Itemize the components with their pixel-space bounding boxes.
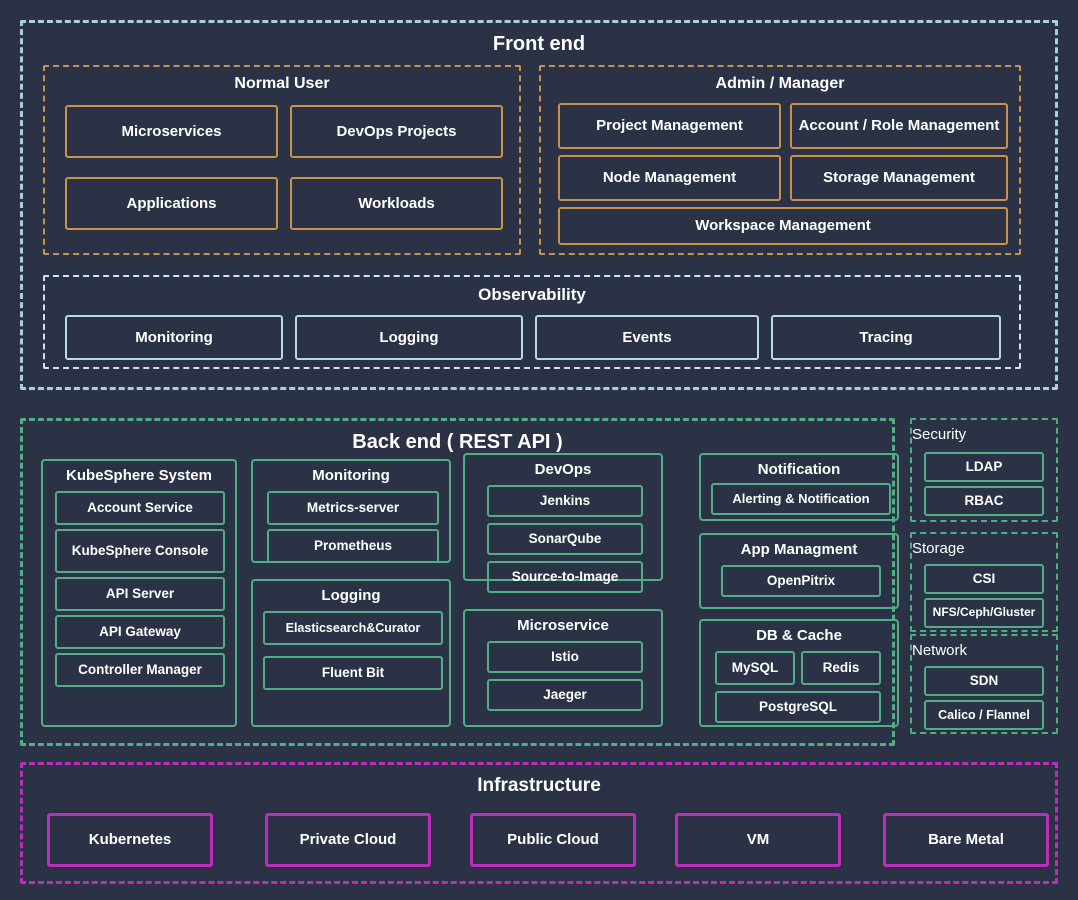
front-end-item-applications[interactable]: Applications — [65, 177, 278, 230]
storage-item-nfs-ceph-gluster[interactable]: NFS/Ceph/Gluster — [924, 598, 1044, 628]
backend-item-elasticsearch-curator[interactable]: Elasticsearch&Curator — [263, 611, 443, 645]
panel-notification: Notification Alerting & Notification — [699, 453, 899, 521]
backend-item-jenkins[interactable]: Jenkins — [487, 485, 643, 517]
backend-item-fluent-bit[interactable]: Fluent Bit — [263, 656, 443, 690]
backend-item-api-gateway[interactable]: API Gateway — [55, 615, 225, 649]
storage-title: Storage — [912, 540, 965, 557]
admin-item-account-role-management[interactable]: Account / Role Management — [790, 103, 1008, 149]
normal-user-group: Normal User Microservices DevOps Project… — [43, 65, 521, 255]
panel-app-managment: App Managment OpenPitrix — [699, 533, 899, 609]
panel-devops-title: DevOps — [534, 461, 592, 478]
observability-item-monitoring[interactable]: Monitoring — [65, 315, 283, 360]
backend-item-istio[interactable]: Istio — [487, 641, 643, 673]
backend-item-mysql[interactable]: MySQL — [715, 651, 795, 685]
security-item-ldap[interactable]: LDAP — [924, 452, 1044, 482]
admin-item-node-management[interactable]: Node Management — [558, 155, 781, 201]
panel-devops: DevOps Jenkins SonarQube Source-to-Image — [463, 453, 663, 593]
panel-logging-title: Logging — [321, 587, 381, 604]
panel-db-cache-title: DB & Cache — [756, 627, 842, 644]
panel-app-managment-title: App Managment — [740, 541, 858, 558]
admin-item-workspace-management[interactable]: Workspace Management — [558, 207, 1008, 245]
infrastructure-item-bare-metal[interactable]: Bare Metal — [883, 813, 1049, 867]
infrastructure-title: Infrastructure — [477, 775, 601, 796]
backend-item-metrics-server[interactable]: Metrics-server — [267, 491, 439, 525]
infrastructure-item-private-cloud[interactable]: Private Cloud — [265, 813, 431, 867]
panel-notification-title: Notification — [757, 461, 841, 478]
panel-monitoring-title: Monitoring — [312, 467, 390, 484]
backend-item-kubesphere-console[interactable]: KubeSphere Console — [55, 529, 225, 573]
backend-item-redis[interactable]: Redis — [801, 651, 881, 685]
backend-item-prometheus[interactable]: Prometheus — [267, 529, 439, 563]
panel-monitoring: Monitoring Metrics-server Prometheus — [251, 459, 451, 563]
front-end-title: Front end — [492, 33, 586, 55]
infrastructure-item-vm[interactable]: VM — [675, 813, 841, 867]
panel-microservice-title: Microservice — [517, 617, 609, 634]
observability-item-events[interactable]: Events — [535, 315, 759, 360]
front-end-item-devops-projects[interactable]: DevOps Projects — [290, 105, 503, 158]
admin-manager-group: Admin / Manager Project Management Accou… — [539, 65, 1021, 255]
storage-item-csi[interactable]: CSI — [924, 564, 1044, 594]
backend-item-api-server[interactable]: API Server — [55, 577, 225, 611]
network-item-calico-flannel[interactable]: Calico / Flannel — [924, 700, 1044, 730]
panel-logging: Logging Elasticsearch&Curator Fluent Bit — [251, 579, 451, 727]
backend-item-controller-manager[interactable]: Controller Manager — [55, 653, 225, 687]
backend-item-jaeger[interactable]: Jaeger — [487, 679, 643, 711]
admin-item-storage-management[interactable]: Storage Management — [790, 155, 1008, 201]
backend-item-alerting-notification[interactable]: Alerting & Notification — [711, 483, 891, 515]
backend-item-account-service[interactable]: Account Service — [55, 491, 225, 525]
back-end-title: Back end ( REST API ) — [352, 431, 563, 453]
panel-microservice: Microservice Istio Jaeger — [463, 609, 663, 727]
security-section: Security LDAP RBAC — [910, 418, 1058, 522]
infrastructure-item-public-cloud[interactable]: Public Cloud — [470, 813, 636, 867]
network-section: Network SDN Calico / Flannel — [910, 634, 1058, 734]
admin-manager-title: Admin / Manager — [715, 75, 845, 92]
front-end-item-microservices[interactable]: Microservices — [65, 105, 278, 158]
panel-kubesphere-system: KubeSphere System Account Service KubeSp… — [41, 459, 237, 727]
network-title: Network — [912, 642, 968, 659]
panel-db-cache: DB & Cache MySQL Redis PostgreSQL — [699, 619, 899, 727]
security-item-rbac[interactable]: RBAC — [924, 486, 1044, 516]
storage-section: Storage CSI NFS/Ceph/Gluster — [910, 532, 1058, 632]
network-item-sdn[interactable]: SDN — [924, 666, 1044, 696]
normal-user-title: Normal User — [234, 75, 330, 92]
observability-item-tracing[interactable]: Tracing — [771, 315, 1001, 360]
infrastructure-section: Infrastructure Kubernetes Private Cloud … — [20, 762, 1058, 884]
backend-item-source-to-image[interactable]: Source-to-Image — [487, 561, 643, 593]
infrastructure-item-kubernetes[interactable]: Kubernetes — [47, 813, 213, 867]
observability-group: Observability Monitoring Logging Events … — [43, 275, 1021, 369]
backend-item-sonarqube[interactable]: SonarQube — [487, 523, 643, 555]
backend-item-openpitrix[interactable]: OpenPitrix — [721, 565, 881, 597]
observability-title: Observability — [478, 285, 586, 304]
security-title: Security — [912, 426, 967, 443]
backend-item-postgresql[interactable]: PostgreSQL — [715, 691, 881, 723]
front-end-section: Front end Normal User Microservices DevO… — [20, 20, 1058, 390]
front-end-item-workloads[interactable]: Workloads — [290, 177, 503, 230]
admin-item-project-management[interactable]: Project Management — [558, 103, 781, 149]
panel-kubesphere-system-title: KubeSphere System — [66, 467, 212, 484]
back-end-section: Back end ( REST API ) KubeSphere System … — [20, 418, 899, 746]
observability-item-logging[interactable]: Logging — [295, 315, 523, 360]
